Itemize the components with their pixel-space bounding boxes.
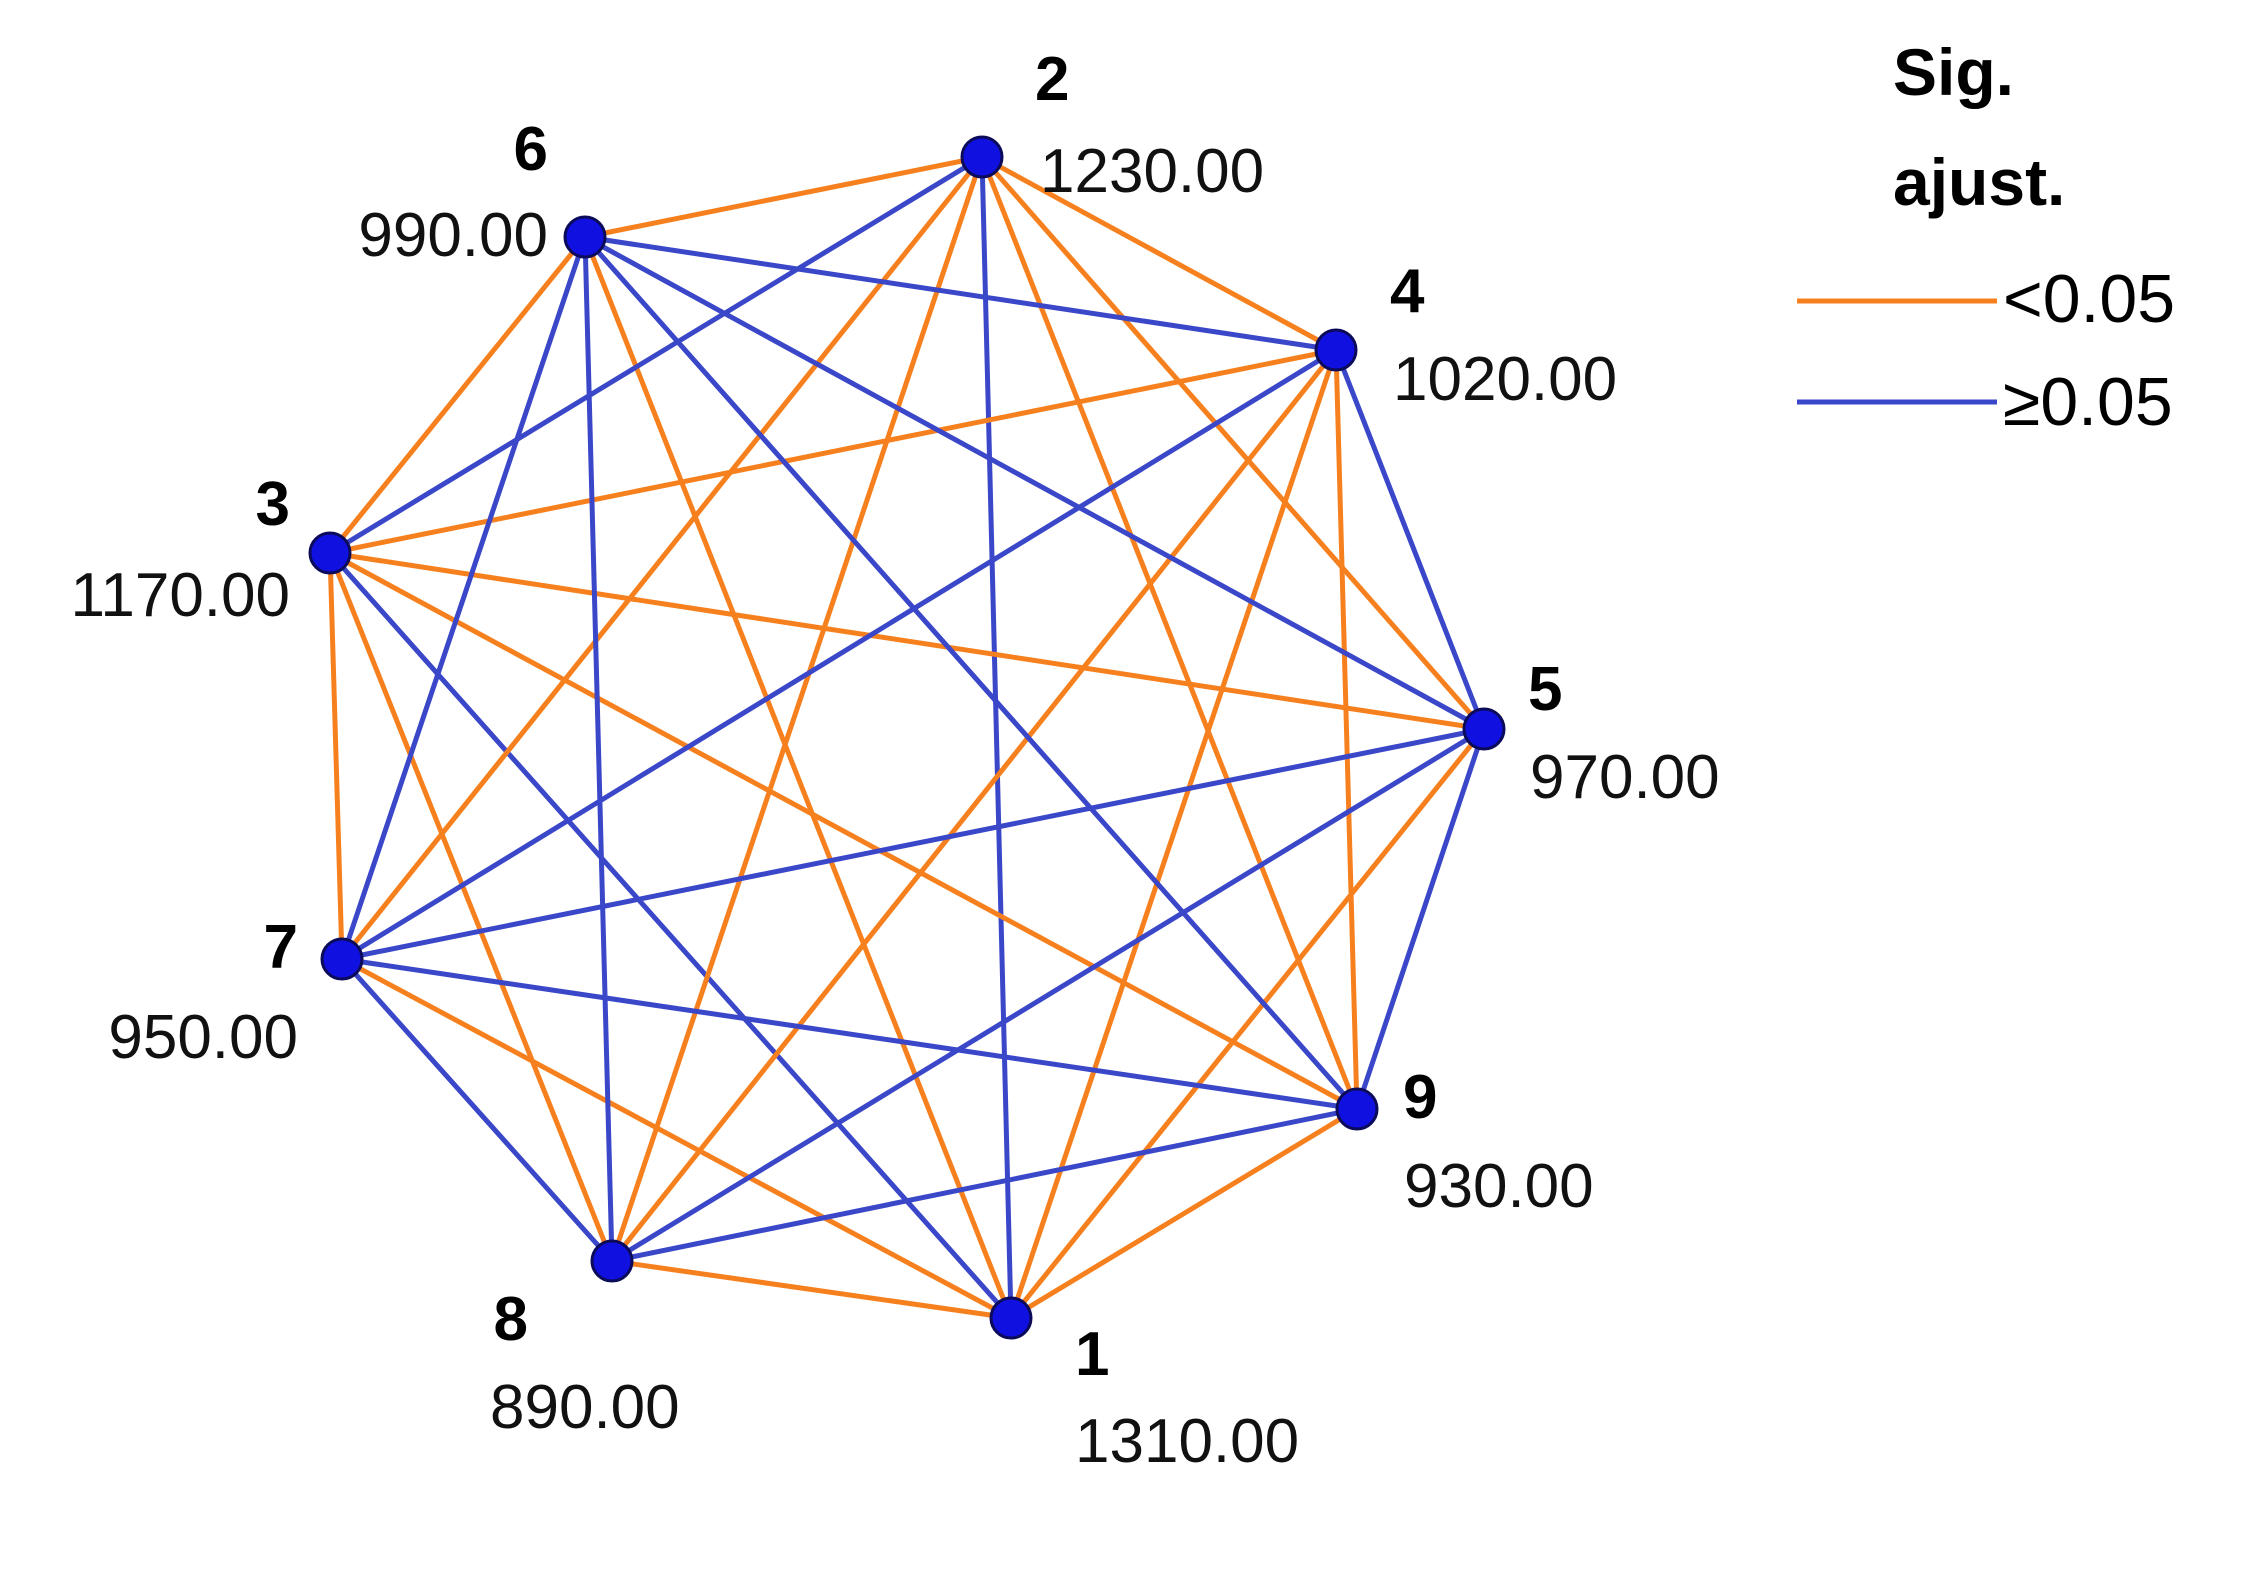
edge-6-7 <box>339 234 588 962</box>
edge-1-5 <box>1008 726 1487 1321</box>
node-value-2: 1230.00 <box>1040 137 1264 206</box>
edge-4-7 <box>339 347 1339 962</box>
edge-8-9 <box>609 1106 1360 1264</box>
legend-label-sig: <0.05 <box>2003 261 2175 337</box>
node-8 <box>590 1239 634 1283</box>
node-9 <box>1335 1087 1379 1131</box>
node-label-4: 4 <box>1390 257 1425 326</box>
edge-1-6 <box>582 234 1014 1321</box>
node-label-2: 2 <box>1035 45 1069 114</box>
edge-4-5 <box>1333 347 1487 732</box>
legend-label-nonsig: ≥0.05 <box>2003 364 2173 440</box>
edge-3-6 <box>327 234 588 556</box>
node-label-8: 8 <box>494 1285 528 1354</box>
node-label-6: 6 <box>514 115 548 184</box>
edge-2-3 <box>327 154 985 556</box>
node-value-5: 970.00 <box>1530 743 1720 812</box>
node-value-1: 1310.00 <box>1075 1407 1299 1476</box>
node-3 <box>308 531 352 575</box>
edge-2-9 <box>979 154 1360 1112</box>
edge-2-8 <box>609 154 985 1264</box>
node-label-1: 1 <box>1075 1320 1109 1389</box>
legend: Sig. ajust. <0.05 ≥0.05 <box>1797 35 2175 440</box>
edges-layer <box>327 154 1487 1321</box>
node-value-4: 1020.00 <box>1393 345 1617 414</box>
edge-2-6 <box>582 154 985 240</box>
edge-3-5 <box>327 550 1487 732</box>
edge-2-5 <box>979 154 1487 732</box>
edge-7-8 <box>339 956 615 1264</box>
edge-5-9 <box>1354 726 1487 1112</box>
edge-2-7 <box>339 154 985 962</box>
edge-3-8 <box>327 550 615 1264</box>
node-label-9: 9 <box>1403 1063 1437 1132</box>
node-6 <box>563 215 607 259</box>
edge-3-9 <box>327 550 1360 1112</box>
edge-1-2 <box>979 154 1014 1321</box>
edge-1-7 <box>339 956 1014 1321</box>
edge-4-8 <box>609 347 1339 1264</box>
node-label-3: 3 <box>256 470 290 539</box>
legend-title-line1: Sig. <box>1893 35 2014 109</box>
node-5 <box>1462 707 1506 751</box>
node-1 <box>989 1296 1033 1340</box>
edge-6-8 <box>582 234 615 1264</box>
edge-7-9 <box>339 956 1360 1112</box>
edge-2-4 <box>979 154 1339 353</box>
edge-5-6 <box>582 234 1487 732</box>
node-label-5: 5 <box>1528 655 1562 724</box>
edge-5-7 <box>339 726 1487 962</box>
edge-1-9 <box>1008 1106 1360 1321</box>
node-value-9: 930.00 <box>1404 1152 1594 1221</box>
edge-4-9 <box>1333 347 1360 1112</box>
edge-5-8 <box>609 726 1487 1264</box>
node-value-7: 950.00 <box>108 1003 298 1072</box>
legend-title-line2: ajust. <box>1893 145 2065 219</box>
labels-layer: 1 1310.00 2 1230.00 3 1170.00 4 1020.00 5 970.00 6… <box>70 45 1719 1476</box>
node-value-6: 990.00 <box>358 201 548 270</box>
node-2 <box>960 135 1004 179</box>
edge-1-3 <box>327 550 1014 1321</box>
node-7 <box>320 937 364 981</box>
nodes-layer <box>308 135 1506 1340</box>
edge-4-6 <box>582 234 1339 353</box>
node-4 <box>1314 328 1358 372</box>
node-value-3: 1170.00 <box>70 561 290 630</box>
edge-1-4 <box>1008 347 1339 1321</box>
node-value-8: 890.00 <box>490 1373 680 1442</box>
node-label-7: 7 <box>264 913 298 982</box>
edge-3-4 <box>327 347 1339 556</box>
edge-3-7 <box>327 550 345 962</box>
edge-6-9 <box>582 234 1360 1112</box>
edge-1-8 <box>609 1258 1014 1321</box>
